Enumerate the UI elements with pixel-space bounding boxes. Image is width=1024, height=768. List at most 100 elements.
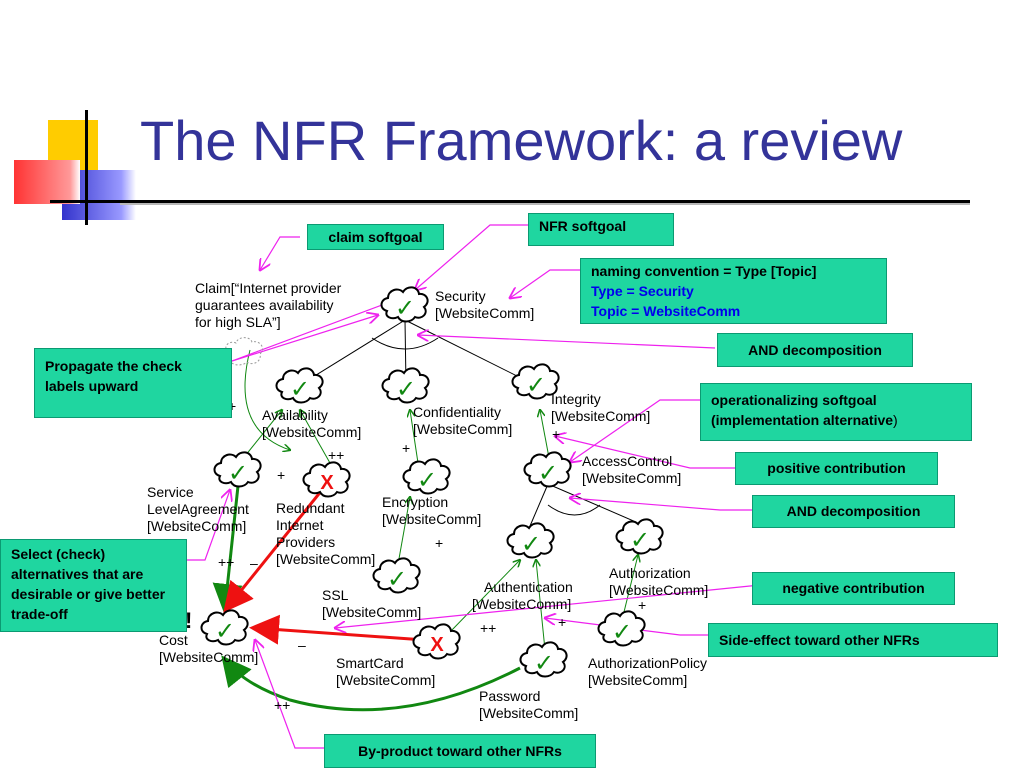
check-mark: ✓ (387, 566, 407, 593)
by-product-callout: By-product toward other NFRs (324, 734, 596, 768)
check-mark: ✓ (228, 460, 248, 487)
operationalizing-softgoal-callout: operationalizing softgoal (implementatio… (700, 383, 972, 441)
contribution-sign: ++ (328, 447, 345, 463)
contribution-sign: – (250, 555, 258, 571)
check-mark: ✓ (612, 619, 632, 646)
contribution-sign: ++ (274, 697, 291, 713)
operationalizing-paren: ) (893, 412, 898, 428)
page-title: The NFR Framework: a review (140, 109, 903, 172)
authpolicy-topic: [WebsiteComm] (588, 672, 688, 688)
availability-type: Availability (262, 407, 328, 423)
password-topic: [WebsiteComm] (479, 705, 579, 721)
confidentiality-softgoal: ✓ (381, 367, 430, 404)
contribution-sign: ++ (218, 554, 235, 570)
contribution-sign: + (638, 597, 647, 613)
confidentiality-type: Confidentiality (413, 404, 501, 420)
red-square-decoration (14, 160, 80, 204)
ssl-topic: [WebsiteComm] (322, 604, 422, 620)
naming-convention-line: naming convention = Type [Topic] (591, 263, 817, 279)
redundant-to-cost-link (223, 489, 324, 613)
authorization-topic: [WebsiteComm] (609, 582, 709, 598)
contribution-sign: + (558, 614, 567, 630)
ssl-type: SSL (322, 587, 349, 603)
password-type: Password (479, 688, 541, 704)
cost-topic: [WebsiteComm] (159, 649, 259, 665)
contribution-sign: – (298, 637, 306, 653)
redundant-line-1: Redundant (276, 500, 345, 516)
authorization-softgoal: ✓ (615, 518, 664, 555)
authpolicy-softgoal: ✓ (597, 610, 646, 647)
claim-label: Claim[“Internet provider guarantees avai… (195, 280, 341, 331)
check-mark: ✓ (215, 618, 235, 645)
denied-mark: X (430, 634, 444, 656)
smartcard-type: SmartCard (336, 655, 404, 671)
accesscontrol-topic: [WebsiteComm] (582, 470, 682, 486)
password-label: Password [WebsiteComm] (479, 688, 578, 722)
availability-softgoal: ✓ (275, 367, 324, 404)
encryption-type: Encryption (382, 494, 449, 510)
authentication-label: Authentication [WebsiteComm] (472, 579, 573, 613)
claim-line-1: Claim[“Internet provider (195, 280, 342, 296)
sla-line-1: Service (147, 484, 194, 500)
integrity-topic: [WebsiteComm] (551, 408, 651, 424)
contribution-sign: + (435, 535, 444, 551)
contribution-links (244, 349, 638, 651)
security-label: Security [WebsiteComm] (435, 288, 534, 322)
password-to-cost-link (221, 655, 521, 712)
redundant-softgoal: X (302, 461, 351, 498)
authorization-type: Authorization (609, 565, 691, 581)
encryption-topic: [WebsiteComm] (382, 511, 482, 527)
operationalizing-line-1: operationalizing softgoal (711, 392, 877, 408)
redundant-line-2: Internet (276, 517, 324, 533)
encryption-label: Encryption [WebsiteComm] (382, 494, 481, 528)
check-mark: ✓ (290, 376, 310, 403)
smartcard-softgoal: X (412, 623, 461, 660)
check-mark: ✓ (630, 527, 650, 554)
confidentiality-label: Confidentiality [WebsiteComm] (413, 404, 512, 438)
contribution-sign: + (402, 440, 411, 456)
contribution-sign: + (277, 467, 286, 483)
integrity-type: Integrity (551, 391, 601, 407)
title-divider-shadow (120, 203, 970, 205)
claim-line-2: guarantees availability (195, 297, 334, 313)
denied-mark: X (320, 472, 334, 494)
redundant-line-4: [WebsiteComm] (276, 551, 376, 567)
and-decomposition-callout-2: AND decomposition (752, 495, 955, 528)
check-mark: ✓ (534, 650, 554, 677)
integrity-softgoal: ✓ (511, 363, 560, 400)
redundant-line-3: Providers (276, 534, 336, 550)
authorization-label: Authorization [WebsiteComm] (609, 565, 708, 599)
critical-mark: ! (185, 608, 193, 633)
contribution-sign: + (552, 426, 561, 442)
integrity-label: Integrity [WebsiteComm] (551, 391, 650, 425)
check-mark: ✓ (538, 460, 558, 487)
ssl-label: SSL [WebsiteComm] (322, 587, 421, 621)
availability-topic: [WebsiteComm] (262, 424, 362, 440)
propagate-labels-callout: Propagate the check labels upward (34, 348, 232, 418)
cost-label: Cost [WebsiteComm] (159, 632, 258, 666)
sla-softgoal: ✓ (213, 451, 262, 488)
check-mark: ✓ (526, 372, 546, 399)
accesscontrol-softgoal: ✓ (523, 451, 572, 488)
security-topic: [WebsiteComm] (435, 305, 535, 321)
claim-line-3: for high SLA”] (195, 314, 281, 330)
negative-contribution-callout: negative contribution (752, 572, 955, 605)
check-mark: ✓ (396, 376, 416, 403)
select-alternatives-callout: Select (check) alternatives that are des… (0, 539, 187, 632)
authentication-type: Authentication (484, 579, 573, 595)
naming-topic-line: Topic = WebsiteComm (591, 303, 741, 319)
sla-line-2: LevelAgreement (147, 501, 249, 517)
authentication-softgoal: ✓ (506, 522, 555, 559)
check-mark: ✓ (395, 295, 415, 322)
cost-softgoal: ✓ (200, 609, 249, 646)
positive-contribution-callout: positive contribution (735, 452, 938, 485)
authpolicy-label: AuthorizationPolicy [WebsiteComm] (588, 655, 707, 689)
smartcard-to-cost-link (249, 614, 426, 645)
cost-type: Cost (159, 632, 188, 648)
accesscontrol-type: AccessControl (582, 453, 673, 469)
claim-softgoal-callout: claim softgoal (307, 224, 444, 250)
ssl-softgoal: ✓ (372, 557, 421, 594)
security-type: Security (435, 288, 486, 304)
contribution-sign: ++ (480, 620, 497, 636)
security-softgoal: ✓ (380, 286, 429, 323)
